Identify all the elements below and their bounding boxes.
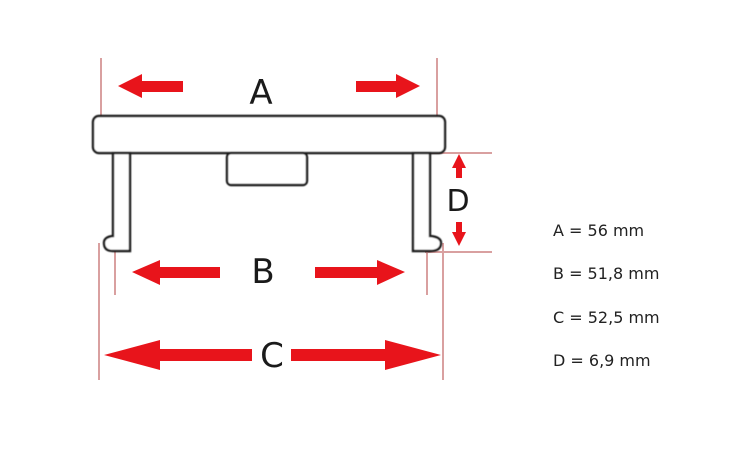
spec-b: B = 51,8 mm [553, 264, 660, 283]
label-a: A [249, 73, 272, 113]
cap-top-plate [91, 114, 447, 155]
label-c: C [260, 336, 284, 376]
arrow-d-up [452, 154, 466, 178]
right-clip-leg [411, 151, 443, 253]
left-clip-leg [102, 151, 132, 253]
arrow-b-right [315, 260, 405, 285]
guide-lines [98, 58, 492, 380]
arrow-a-right [356, 74, 420, 98]
dimension-arrows [104, 74, 466, 370]
arrow-c-left [104, 340, 252, 370]
arrow-b-left [132, 260, 220, 285]
center-tab [225, 151, 309, 187]
spec-d: D = 6,9 mm [553, 351, 651, 370]
cap-outline [91, 114, 447, 253]
arrow-a-left [118, 74, 183, 98]
spec-a: A = 56 mm [553, 221, 645, 240]
spec-c: C = 52,5 mm [553, 308, 660, 327]
label-d: D [446, 184, 469, 219]
arrow-d-down [452, 222, 466, 246]
label-b: B [251, 252, 274, 292]
arrow-c-right [291, 340, 441, 370]
